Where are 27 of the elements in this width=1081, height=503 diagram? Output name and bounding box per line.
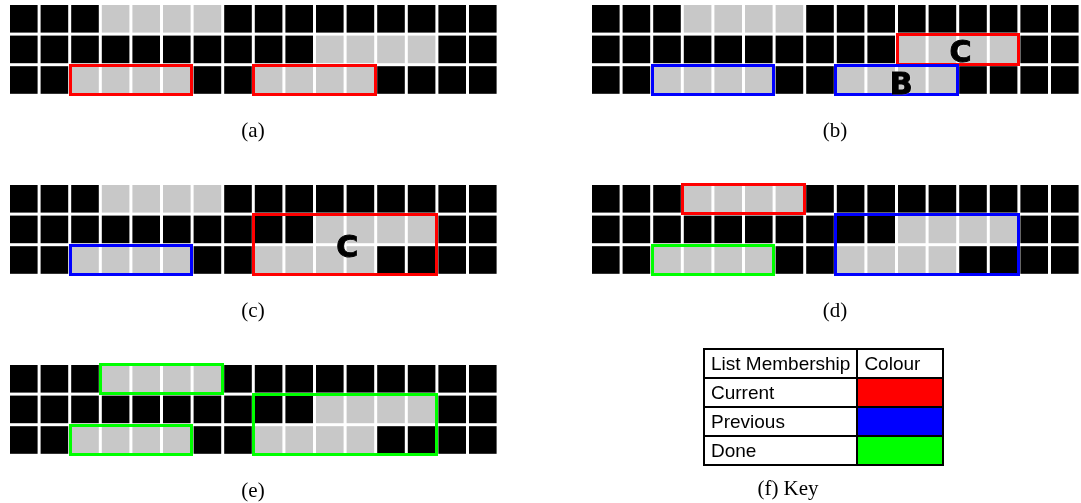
outline-box: [650, 243, 776, 277]
outline-box: [834, 213, 1020, 277]
legend-text: Current: [711, 382, 775, 403]
panel-caption: (c): [241, 298, 265, 323]
panel-caption: (f) Key: [757, 476, 819, 501]
labelled-outline-box: [895, 33, 1020, 66]
outline-box: [68, 243, 194, 277]
panel-caption: (a): [241, 118, 265, 143]
outline-box: [252, 63, 377, 97]
box-letter: B: [889, 68, 913, 99]
outline-box: [252, 393, 438, 457]
outline-box: [68, 423, 194, 457]
outline-box: [99, 362, 224, 396]
column-header: List Membership: [711, 353, 851, 374]
panel-caption: (e): [241, 478, 265, 503]
column-header: Colour: [864, 353, 921, 374]
panel-caption: (b): [822, 118, 848, 143]
labelled-outline-box: [252, 213, 438, 277]
outline-box: [650, 63, 776, 97]
box-letter: C: [336, 232, 359, 263]
labelled-outline-box: [834, 63, 959, 97]
legend-text: Done: [711, 440, 757, 461]
panel-caption: (d): [822, 298, 848, 323]
outline-box: [68, 63, 194, 97]
outline-box: [681, 182, 806, 216]
legend-text: Previous: [711, 411, 785, 432]
box-letter: C: [949, 37, 972, 68]
